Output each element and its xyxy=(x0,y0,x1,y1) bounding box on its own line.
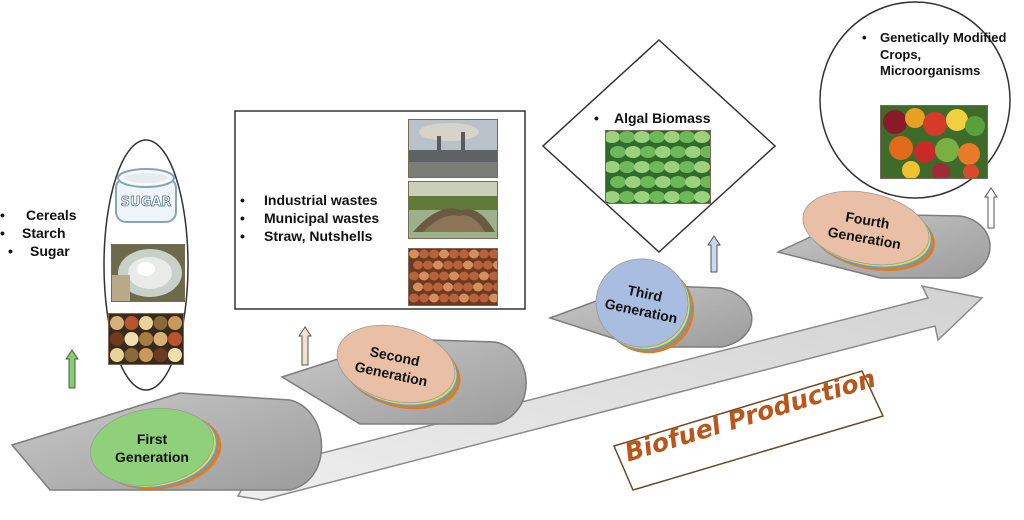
second-gen-feedstock-list: Industrial wastes Municipal wastes Straw… xyxy=(240,192,379,246)
feedstock-item: Cereals xyxy=(0,207,77,225)
up-arrow-icon xyxy=(984,187,998,229)
fourth-gen-feedstock-list: Genetically Modified Crops, Microorganis… xyxy=(862,30,1020,80)
up-arrow-icon xyxy=(65,349,79,389)
cereal-grains-image xyxy=(108,313,184,365)
municipal-waste-image xyxy=(408,181,498,239)
feedstock-item: Industrial wastes xyxy=(240,192,379,210)
first-generation-label: First Generation xyxy=(115,430,189,465)
feedstock-item: Municipal wastes xyxy=(240,210,379,228)
generation-disc xyxy=(336,324,461,410)
first-gen-feedstock-list: Cereals Starch Sugar xyxy=(0,207,77,261)
sugar-jar-text: SUGAR xyxy=(121,195,172,210)
third-gen-feedstock-list: Algal Biomass xyxy=(594,110,710,128)
up-arrow-icon xyxy=(707,235,721,273)
feedstock-item: Sugar xyxy=(8,243,77,261)
industrial-waste-image xyxy=(408,119,498,178)
title-box: Biofuel Production xyxy=(620,345,880,485)
generation-disc xyxy=(802,190,935,272)
feedstock-item: Starch xyxy=(0,225,77,243)
generation-disc xyxy=(89,407,222,490)
feedstock-item: Genetically Modified Crops, Microorganis… xyxy=(862,30,1020,80)
title-box-outline xyxy=(612,370,885,491)
algae-image xyxy=(605,130,711,204)
up-arrow-icon xyxy=(298,326,312,366)
nutshells-image xyxy=(408,248,498,306)
generation-disc xyxy=(595,258,694,354)
starch-powder-image xyxy=(111,244,185,302)
feedstock-item: Algal Biomass xyxy=(594,110,710,128)
vegetables-image xyxy=(880,105,988,179)
feedstock-item: Straw, Nutshells xyxy=(240,228,379,246)
sugar-jar-image: SUGAR xyxy=(114,164,178,226)
